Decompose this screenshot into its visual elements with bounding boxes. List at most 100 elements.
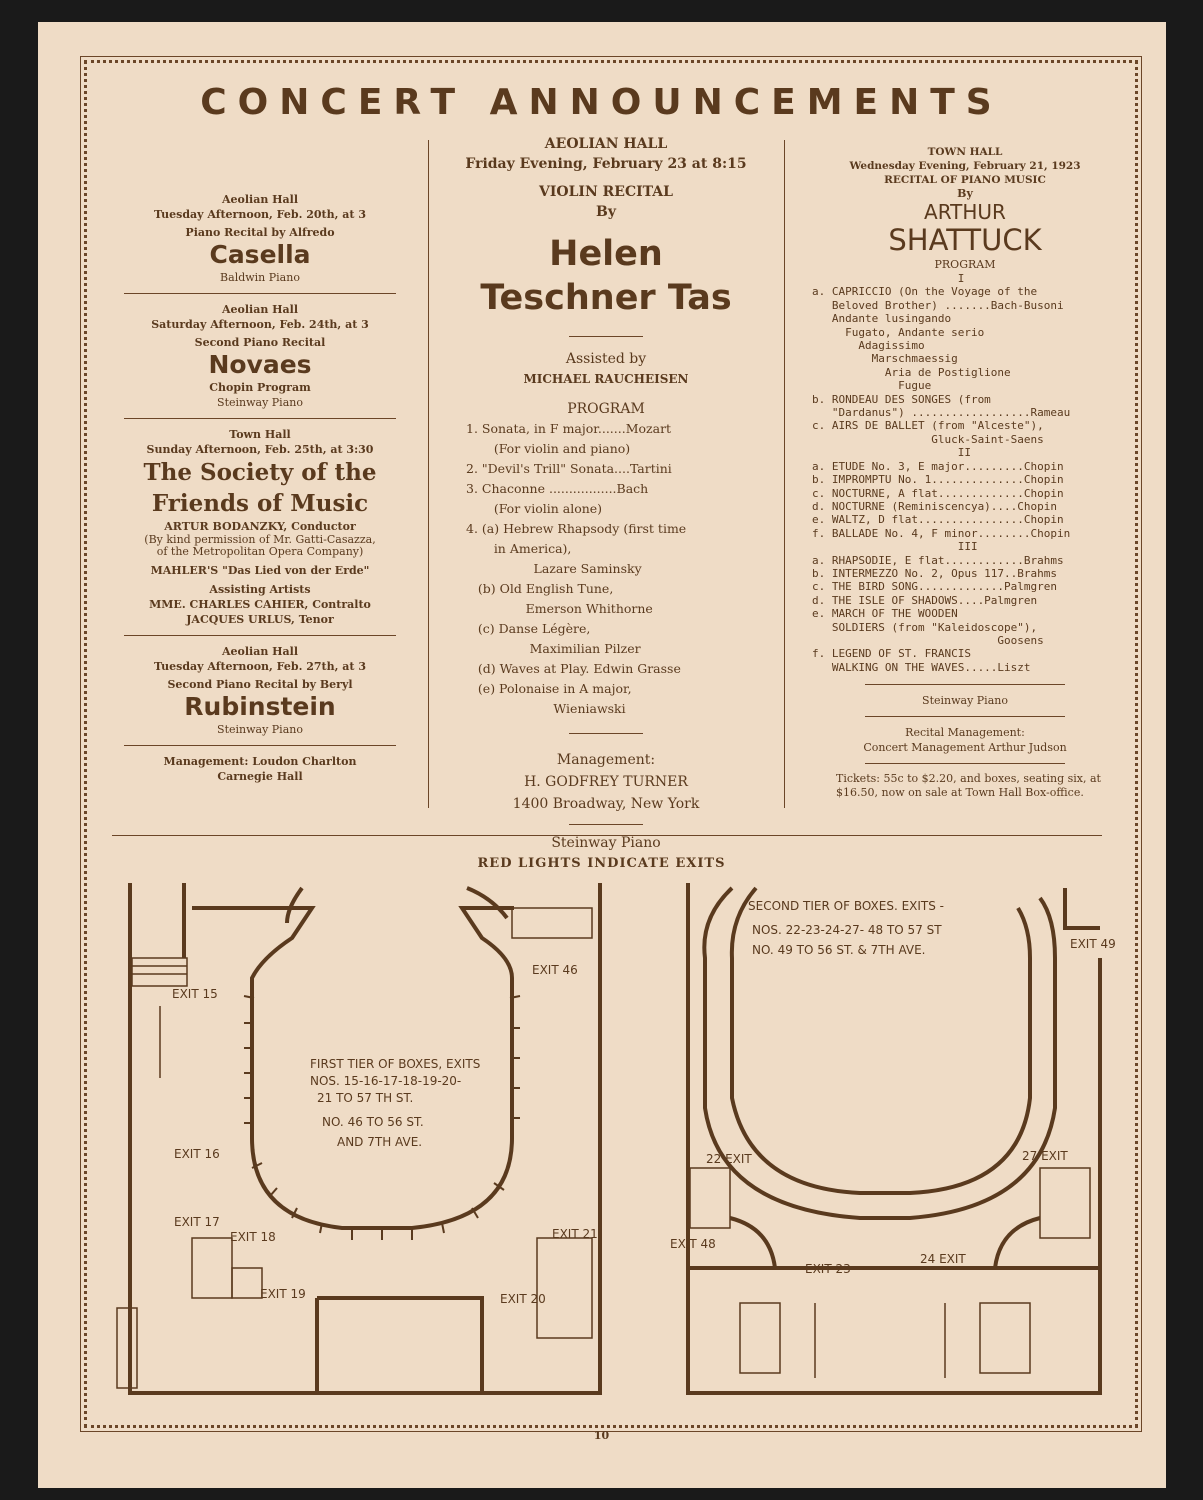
- hall: AEOLIAN HALL: [544, 136, 668, 152]
- divider: [865, 684, 1065, 686]
- announcement-rubinstein: Aeolian Hall Tuesday Afternoon, Feb. 27t…: [112, 644, 408, 737]
- exit-label: EXIT 18: [230, 1230, 276, 1244]
- page-number: 10: [0, 1428, 1203, 1443]
- performer-name: Rubinstein: [184, 692, 336, 721]
- exit-label: EXIT 15: [172, 987, 218, 1001]
- divider: [569, 733, 643, 734]
- divider: [865, 763, 1065, 765]
- management-address: Carnegie Hall: [217, 770, 303, 783]
- program-list: I a. CAPRICCIO (On the Voyage of the Bel…: [812, 272, 1071, 674]
- description: Piano Recital by Alfredo: [185, 226, 335, 239]
- by-label: By: [957, 187, 973, 200]
- divider: [569, 824, 643, 825]
- piano: Steinway Piano: [217, 396, 303, 409]
- exit-label: EXIT 17: [174, 1215, 220, 1229]
- divider: [124, 745, 396, 746]
- plan-caption-line5: AND 7TH AVE.: [337, 1135, 422, 1149]
- performer-name: Helen: [549, 234, 663, 274]
- divider: [865, 716, 1065, 718]
- exit-label: EXIT 21: [552, 1227, 598, 1241]
- date-time: Tuesday Afternoon, Feb. 20th, at 3: [154, 208, 366, 221]
- performer-name: Casella: [209, 240, 311, 269]
- divider: [124, 293, 396, 294]
- performer-last-name: SHATTUCK: [888, 223, 1042, 257]
- conductor: ARTUR BODANZKY, Conductor: [164, 520, 356, 533]
- piano: Steinway Piano: [922, 694, 1008, 708]
- dotted-border: [80, 56, 1142, 1432]
- hall: Town Hall: [229, 428, 291, 441]
- plan-caption-line2: NOS. 15-16-17-18-19-20-: [310, 1074, 461, 1088]
- first-tier-plan: FIRST TIER OF BOXES, EXITS NOS. 15-16-17…: [116, 883, 602, 1395]
- manager: H. GODFREY TURNER: [524, 774, 688, 790]
- program-label: PROGRAM: [567, 401, 645, 417]
- exit-label: EXIT 20: [500, 1292, 546, 1306]
- plans-heading-text: RED LIGHTS INDICATE EXITS: [477, 856, 726, 871]
- exit-label: 22 EXIT: [706, 1152, 752, 1166]
- left-column: Aeolian Hall Tuesday Afternoon, Feb. 20t…: [112, 192, 408, 784]
- program-item: 4. (a) Hebrew Rhapsody (first time: [466, 521, 687, 536]
- right-column: TOWN HALL Wednesday Evening, February 21…: [810, 145, 1120, 800]
- program-label: PROGRAM: [934, 258, 996, 271]
- hall: TOWN HALL: [927, 146, 1003, 158]
- description: Second Piano Recital by Beryl: [167, 678, 353, 691]
- program-item: (b) Old English Tune,: [466, 581, 614, 596]
- hall: Aeolian Hall: [221, 303, 299, 316]
- date-time: Friday Evening, February 23 at 8:15: [465, 156, 747, 172]
- column-divider: [784, 140, 785, 808]
- announcement-novaes: Aeolian Hall Saturday Afternoon, Feb. 24…: [112, 302, 408, 410]
- date-time: Sunday Afternoon, Feb. 25th, at 3:30: [146, 443, 374, 456]
- date-time: Wednesday Evening, February 21, 1923: [849, 160, 1081, 172]
- assisting-label: Assisting Artists: [209, 583, 311, 596]
- program-item: 3. Chaconne .................Bach: [466, 481, 649, 496]
- permission: (By kind permission of Mr. Gatti-Casazza…: [144, 533, 376, 546]
- recital-type: RECITAL OF PIANO MUSIC: [884, 174, 1046, 186]
- page-number-text: 10: [593, 1429, 610, 1442]
- assistant-name: MICHAEL RAUCHEISEN: [523, 372, 689, 386]
- organization-name: The Society of the: [143, 459, 377, 486]
- program-item: 2. "Devil's Trill" Sonata....Tartini: [466, 461, 672, 476]
- by-label: By: [596, 204, 616, 220]
- performer-name-line2: Teschner Tas: [480, 278, 732, 318]
- plan-caption-line3: 21 TO 57 TH ST.: [317, 1091, 413, 1105]
- program-item: (c) Danse Légère,: [466, 621, 591, 636]
- divider: [124, 635, 396, 636]
- performer-first-name: ARTHUR: [924, 200, 1006, 224]
- assisted-label: Assisted by: [565, 351, 647, 367]
- exit-label: EXIT 48: [670, 1237, 716, 1251]
- exit-label: EXIT 49: [1070, 937, 1116, 951]
- recital-type: VIOLIN RECITAL: [538, 184, 674, 200]
- program-item: Lazare Saminsky: [466, 561, 642, 576]
- artist: MME. CHARLES CAHIER, Contralto: [149, 598, 371, 611]
- plans-heading: RED LIGHTS INDICATE EXITS: [0, 856, 1203, 871]
- announcement-society: Town Hall Sunday Afternoon, Feb. 25th, a…: [112, 427, 408, 627]
- divider: [124, 418, 396, 419]
- piano: Steinway Piano: [217, 723, 303, 736]
- program-item: Wieniawski: [466, 701, 626, 716]
- divider: [569, 336, 643, 337]
- management: Management: Loudon Charlton: [163, 755, 357, 768]
- recital-manager: Concert Management Arthur Judson: [863, 741, 1067, 755]
- center-column: AEOLIAN HALL Friday Evening, February 23…: [446, 134, 766, 853]
- performer-name: Novaes: [208, 350, 312, 379]
- address: 1400 Broadway, New York: [512, 796, 700, 812]
- page-title: CONCERT ANNOUNCEMENTS: [200, 82, 1003, 123]
- program-list: 1. Sonata, in F major.......Mozart (For …: [446, 419, 766, 719]
- plan-caption: FIRST TIER OF BOXES, EXITS: [310, 1057, 480, 1071]
- program-item: (e) Polonaise in A major,: [466, 681, 632, 696]
- section-divider: [112, 835, 1102, 836]
- piano: Steinway Piano: [551, 835, 661, 851]
- exit-label: EXIT 16: [174, 1147, 220, 1161]
- management-label: Management:: [556, 752, 656, 768]
- program-item: in America),: [466, 541, 572, 556]
- plan-caption-line4: NO. 46 TO 56 ST.: [322, 1115, 424, 1129]
- description: Second Piano Recital: [194, 336, 326, 349]
- plan-caption-line3: NO. 49 TO 56 ST. & 7TH AVE.: [752, 943, 926, 957]
- recital-management-label: Recital Management:: [905, 726, 1025, 740]
- program-item: (d) Waves at Play. Edwin Grasse: [466, 661, 681, 676]
- exit-label: 27 EXIT: [1022, 1149, 1068, 1163]
- organization-name-line2: Friends of Music: [151, 490, 369, 517]
- permission-line2: of the Metropolitan Opera Company): [156, 545, 364, 558]
- hall: Aeolian Hall: [221, 193, 299, 206]
- program-item: 1. Sonata, in F major.......Mozart: [466, 421, 672, 436]
- program-item: Emerson Whithorne: [466, 601, 653, 616]
